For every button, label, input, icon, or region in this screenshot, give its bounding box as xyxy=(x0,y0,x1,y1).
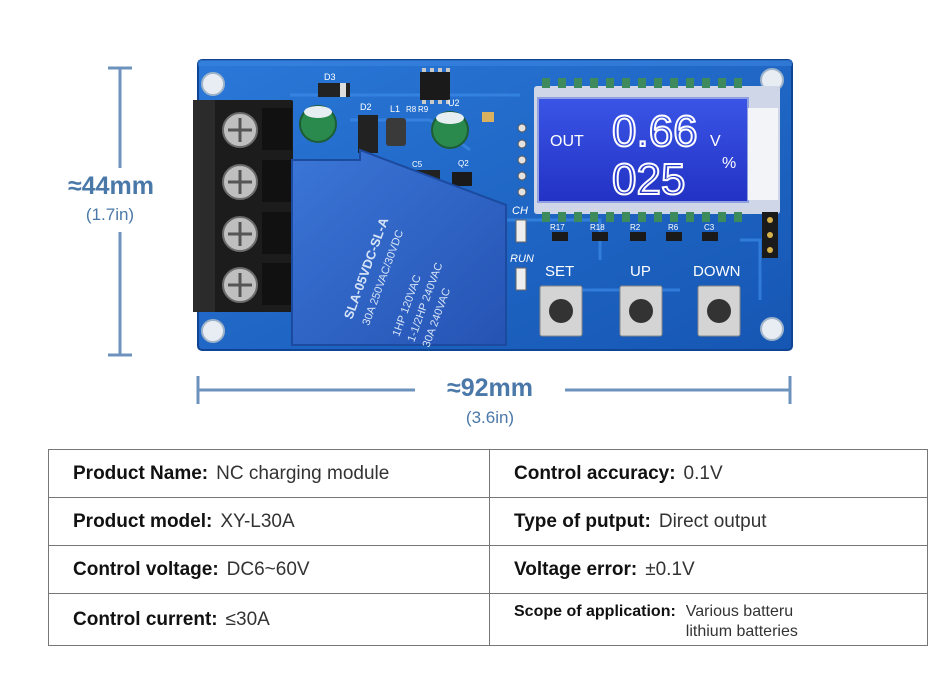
height-in-label: (1.7in) xyxy=(85,205,135,224)
silk-l1: L1 xyxy=(390,104,400,114)
silk-r6: R6 xyxy=(668,223,679,232)
lcd-voltage-value: 0.66 xyxy=(612,107,698,156)
width-mm-label: ≈92mm xyxy=(447,374,533,402)
width-in-label: (3.6in) xyxy=(465,408,515,427)
terminal-block xyxy=(193,100,293,312)
lcd-percent-value: 025 xyxy=(612,155,685,204)
spec-value: NC charging module xyxy=(216,462,390,484)
spec-label: Product model: xyxy=(73,510,213,532)
indicator-ch-label: CH xyxy=(512,205,528,217)
board-photo: D3 D2 L1 R8 R9 U2 C5 Q2 SLA-05VDC-SL-A 3… xyxy=(108,59,793,404)
table-row: Control voltage: DC6~60V Voltage error: ±0… xyxy=(48,545,928,594)
up-button[interactable] xyxy=(619,285,663,337)
spec-product-name: Product Name: NC charging module xyxy=(48,449,490,498)
silk-c3: C3 xyxy=(704,223,715,232)
silk-r9: R9 xyxy=(418,105,429,114)
silk-c5: C5 xyxy=(412,160,423,169)
table-row: Product model: XY-L30A Type of putput: Dir… xyxy=(48,497,928,546)
lcd-mode-label: OUT xyxy=(550,133,584,150)
spec-label: Type of putput: xyxy=(514,510,651,532)
lcd-display: OUT 0.66 V 025 % xyxy=(534,78,780,222)
spec-control-accuracy: Control accuracy: 0.1V xyxy=(489,449,928,498)
spec-scope-of-application: Scope of application: Various batteru lith… xyxy=(489,593,928,646)
silk-u2: U2 xyxy=(448,98,460,108)
table-row: Product Name: NC charging module Control … xyxy=(48,449,928,498)
spec-product-model: Product model: XY-L30A xyxy=(48,497,490,546)
spec-label: Control current: xyxy=(73,608,218,630)
lcd-voltage-unit: V xyxy=(710,133,721,150)
capacitor-left xyxy=(299,105,337,143)
spec-value: DC6~60V xyxy=(226,558,310,580)
spec-value: Direct output xyxy=(658,510,767,532)
spec-label: Control accuracy: xyxy=(514,462,676,484)
lcd-percent-unit: % xyxy=(722,155,736,172)
silk-d2: D2 xyxy=(360,102,372,112)
width-dimension-line xyxy=(196,376,792,404)
spec-value: 0.1V xyxy=(683,462,723,484)
spec-control-current: Control current: ≤30A xyxy=(48,593,490,646)
indicator-run-label: RUN xyxy=(510,253,534,265)
spec-value: Various batteru lithium batteries xyxy=(686,602,798,642)
set-button-label: SET xyxy=(545,263,574,280)
specs-table: Product Name: NC charging module Control … xyxy=(48,449,928,646)
down-button-label: DOWN xyxy=(693,263,741,280)
down-button[interactable] xyxy=(697,285,741,337)
ic-chip xyxy=(420,72,450,100)
spec-value-line2: lithium batteries xyxy=(685,622,798,640)
table-row: Control current: ≤30A Scope of applicatio… xyxy=(48,593,928,646)
silk-r2: R2 xyxy=(630,223,641,232)
silk-d3: D3 xyxy=(324,72,336,82)
silk-q2: Q2 xyxy=(458,159,469,168)
spec-value-line1: Various batteru xyxy=(685,602,794,620)
spec-output-type: Type of putput: Direct output xyxy=(489,497,928,546)
silk-r18: R18 xyxy=(590,223,605,232)
mounting-holes xyxy=(201,68,784,343)
spec-value: ±0.1V xyxy=(645,558,695,580)
set-button[interactable] xyxy=(539,285,583,337)
spec-value: ≤30A xyxy=(225,608,270,630)
silk-r17: R17 xyxy=(550,223,565,232)
spec-voltage-error: Voltage error: ±0.1V xyxy=(489,545,928,594)
silk-r8: R8 xyxy=(406,105,417,114)
height-dimension-line xyxy=(108,66,132,357)
indicator-ch-led xyxy=(515,219,527,243)
spec-label: Product Name: xyxy=(73,462,209,484)
up-button-label: UP xyxy=(630,263,651,280)
relay: SLA-05VDC-SL-A 30A 250VAC/30VDC 1HP 120V… xyxy=(291,148,507,349)
spec-label: Voltage error: xyxy=(514,558,638,580)
spec-value: XY-L30A xyxy=(220,510,295,532)
spec-control-voltage: Control voltage: DC6~60V xyxy=(48,545,490,594)
indicator-run-led xyxy=(515,267,527,291)
capacitor-right xyxy=(431,111,469,149)
spec-label: Control voltage: xyxy=(73,558,219,580)
height-mm-label: ≈44mm xyxy=(68,172,154,200)
spec-label: Scope of application: xyxy=(514,602,676,620)
